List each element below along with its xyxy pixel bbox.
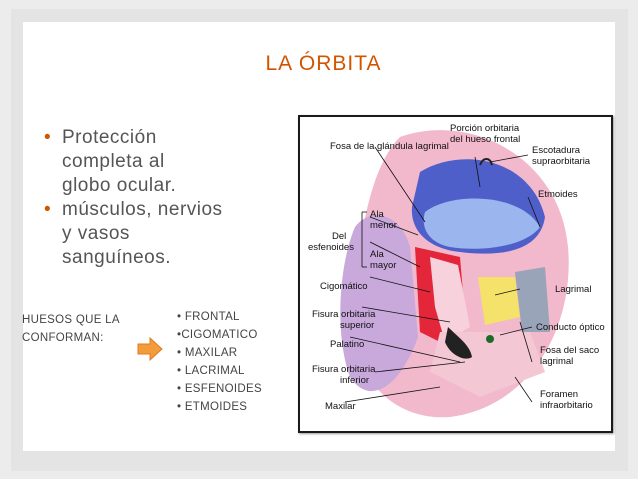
- bullet-dot: •: [44, 126, 51, 150]
- bullet-text-line: y vasos: [62, 222, 284, 246]
- label-porcion-orbitaria-1: Porción orbitaria: [450, 123, 520, 134]
- bone-item: • MAXILAR: [177, 344, 262, 362]
- bullet-item: • músculos, nervios y vasos sanguíneos.: [44, 198, 284, 270]
- label-ala-2: Ala: [370, 249, 384, 260]
- slide-title: LA ÓRBITA: [0, 52, 617, 76]
- bone-item: •CIGOMATICO: [177, 326, 262, 344]
- label-porcion-orbitaria-2: del hueso frontal: [450, 134, 520, 145]
- label-etmoides: Etmoides: [538, 189, 578, 200]
- label-foramen-2: infraorbitario: [540, 400, 593, 411]
- label-cigomatico: Cigomático: [320, 281, 368, 292]
- label-menor: menor: [370, 220, 397, 231]
- label-fosa-saco-2: lagrimal: [540, 356, 573, 367]
- label-fosa-glandula: Fosa de la glándula lagrimal: [330, 141, 449, 152]
- bullet-dot: •: [44, 198, 51, 222]
- label-mayor: mayor: [370, 260, 396, 271]
- lacrimal-bone-shape: [478, 277, 520, 325]
- optic-canal-mark: [486, 335, 494, 343]
- bullet-text-line: músculos, nervios: [62, 198, 284, 222]
- bullet-item: • Protección completa al globo ocular.: [44, 126, 284, 198]
- label-fosa-saco-1: Fosa del saco: [540, 345, 599, 356]
- bullet-list: • Protección completa al globo ocular. •…: [44, 126, 284, 270]
- label-maxilar: Maxilar: [325, 401, 356, 412]
- label-fisura-inf-2: inferior: [340, 375, 369, 386]
- bullet-text-line: sanguíneos.: [62, 246, 284, 270]
- bones-label: HUESOS QUE LA CONFORMAN:: [22, 311, 152, 347]
- label-fisura-sup-2: superior: [340, 320, 374, 331]
- label-escotadura-2: supraorbitaria: [532, 156, 591, 167]
- label-fisura-sup-1: Fisura orbitaria: [312, 309, 376, 320]
- bone-item: • ETMOIDES: [177, 398, 262, 416]
- bullet-text-line: completa al: [62, 150, 284, 174]
- label-escotadura-1: Escotadura: [532, 145, 581, 156]
- bones-label-line: CONFORMAN:: [22, 329, 152, 347]
- label-esfenoides: esfenoides: [308, 242, 354, 253]
- label-ala-1: Ala: [370, 209, 384, 220]
- label-foramen-1: Foramen: [540, 389, 578, 400]
- bullet-text-line: Protección: [62, 126, 284, 150]
- orbit-illustration: Fosa de la glándula lagrimal Porción orb…: [300, 117, 611, 431]
- bullet-text-line: globo ocular.: [62, 174, 284, 198]
- bones-list: • FRONTAL •CIGOMATICO • MAXILAR • LACRIM…: [177, 308, 262, 416]
- bone-item: • LACRIMAL: [177, 362, 262, 380]
- label-lagrimal: Lagrimal: [555, 284, 591, 295]
- bones-label-line: HUESOS QUE LA: [22, 311, 152, 329]
- bone-item: • ESFENOIDES: [177, 380, 262, 398]
- label-fisura-inf-1: Fisura orbitaria: [312, 364, 376, 375]
- right-arrow-icon: [137, 337, 163, 361]
- label-del: Del: [332, 231, 346, 242]
- label-conducto-optico: Conducto óptico: [536, 322, 605, 333]
- bone-item: • FRONTAL: [177, 308, 262, 326]
- label-palatino: Palatino: [330, 339, 364, 350]
- orbit-diagram: Fosa de la glándula lagrimal Porción orb…: [298, 115, 613, 433]
